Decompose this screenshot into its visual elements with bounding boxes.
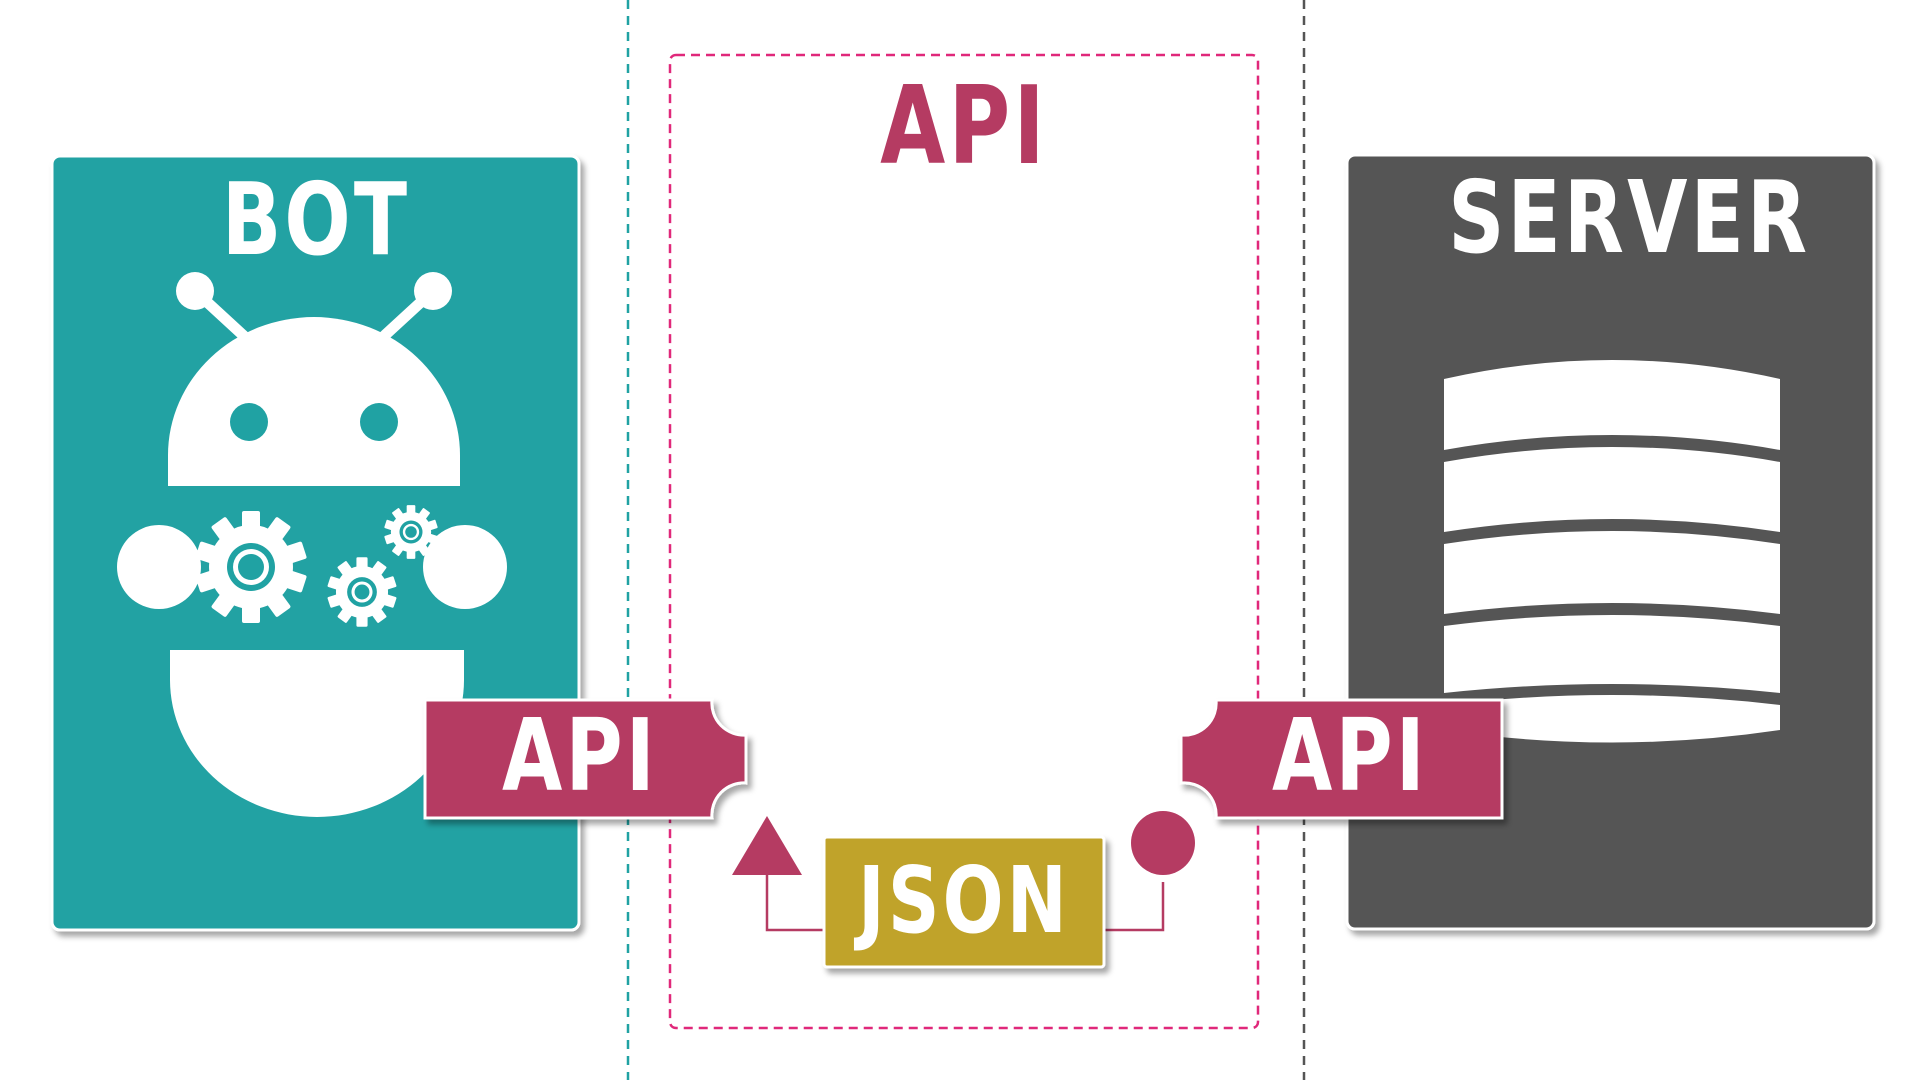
json-to-server-line bbox=[1104, 882, 1165, 932]
server-api-label: API bbox=[1272, 697, 1428, 814]
database-icon bbox=[1444, 360, 1780, 743]
api-zone-title: API bbox=[880, 64, 1048, 189]
server-title: SERVER bbox=[1448, 159, 1811, 276]
json-to-bot-line bbox=[765, 860, 824, 932]
json-box bbox=[822, 835, 1106, 969]
bot-api-tag bbox=[423, 698, 748, 820]
arrow-up-icon bbox=[732, 816, 802, 875]
bot-api-label: API bbox=[502, 697, 658, 814]
api-zone-box bbox=[668, 53, 1260, 1030]
endpoint-dot-icon bbox=[1131, 811, 1195, 875]
json-label: JSON bbox=[858, 847, 1070, 954]
server-api-tag bbox=[1179, 698, 1504, 820]
robot-icon bbox=[117, 272, 507, 817]
bot-title: BOT bbox=[221, 161, 411, 278]
